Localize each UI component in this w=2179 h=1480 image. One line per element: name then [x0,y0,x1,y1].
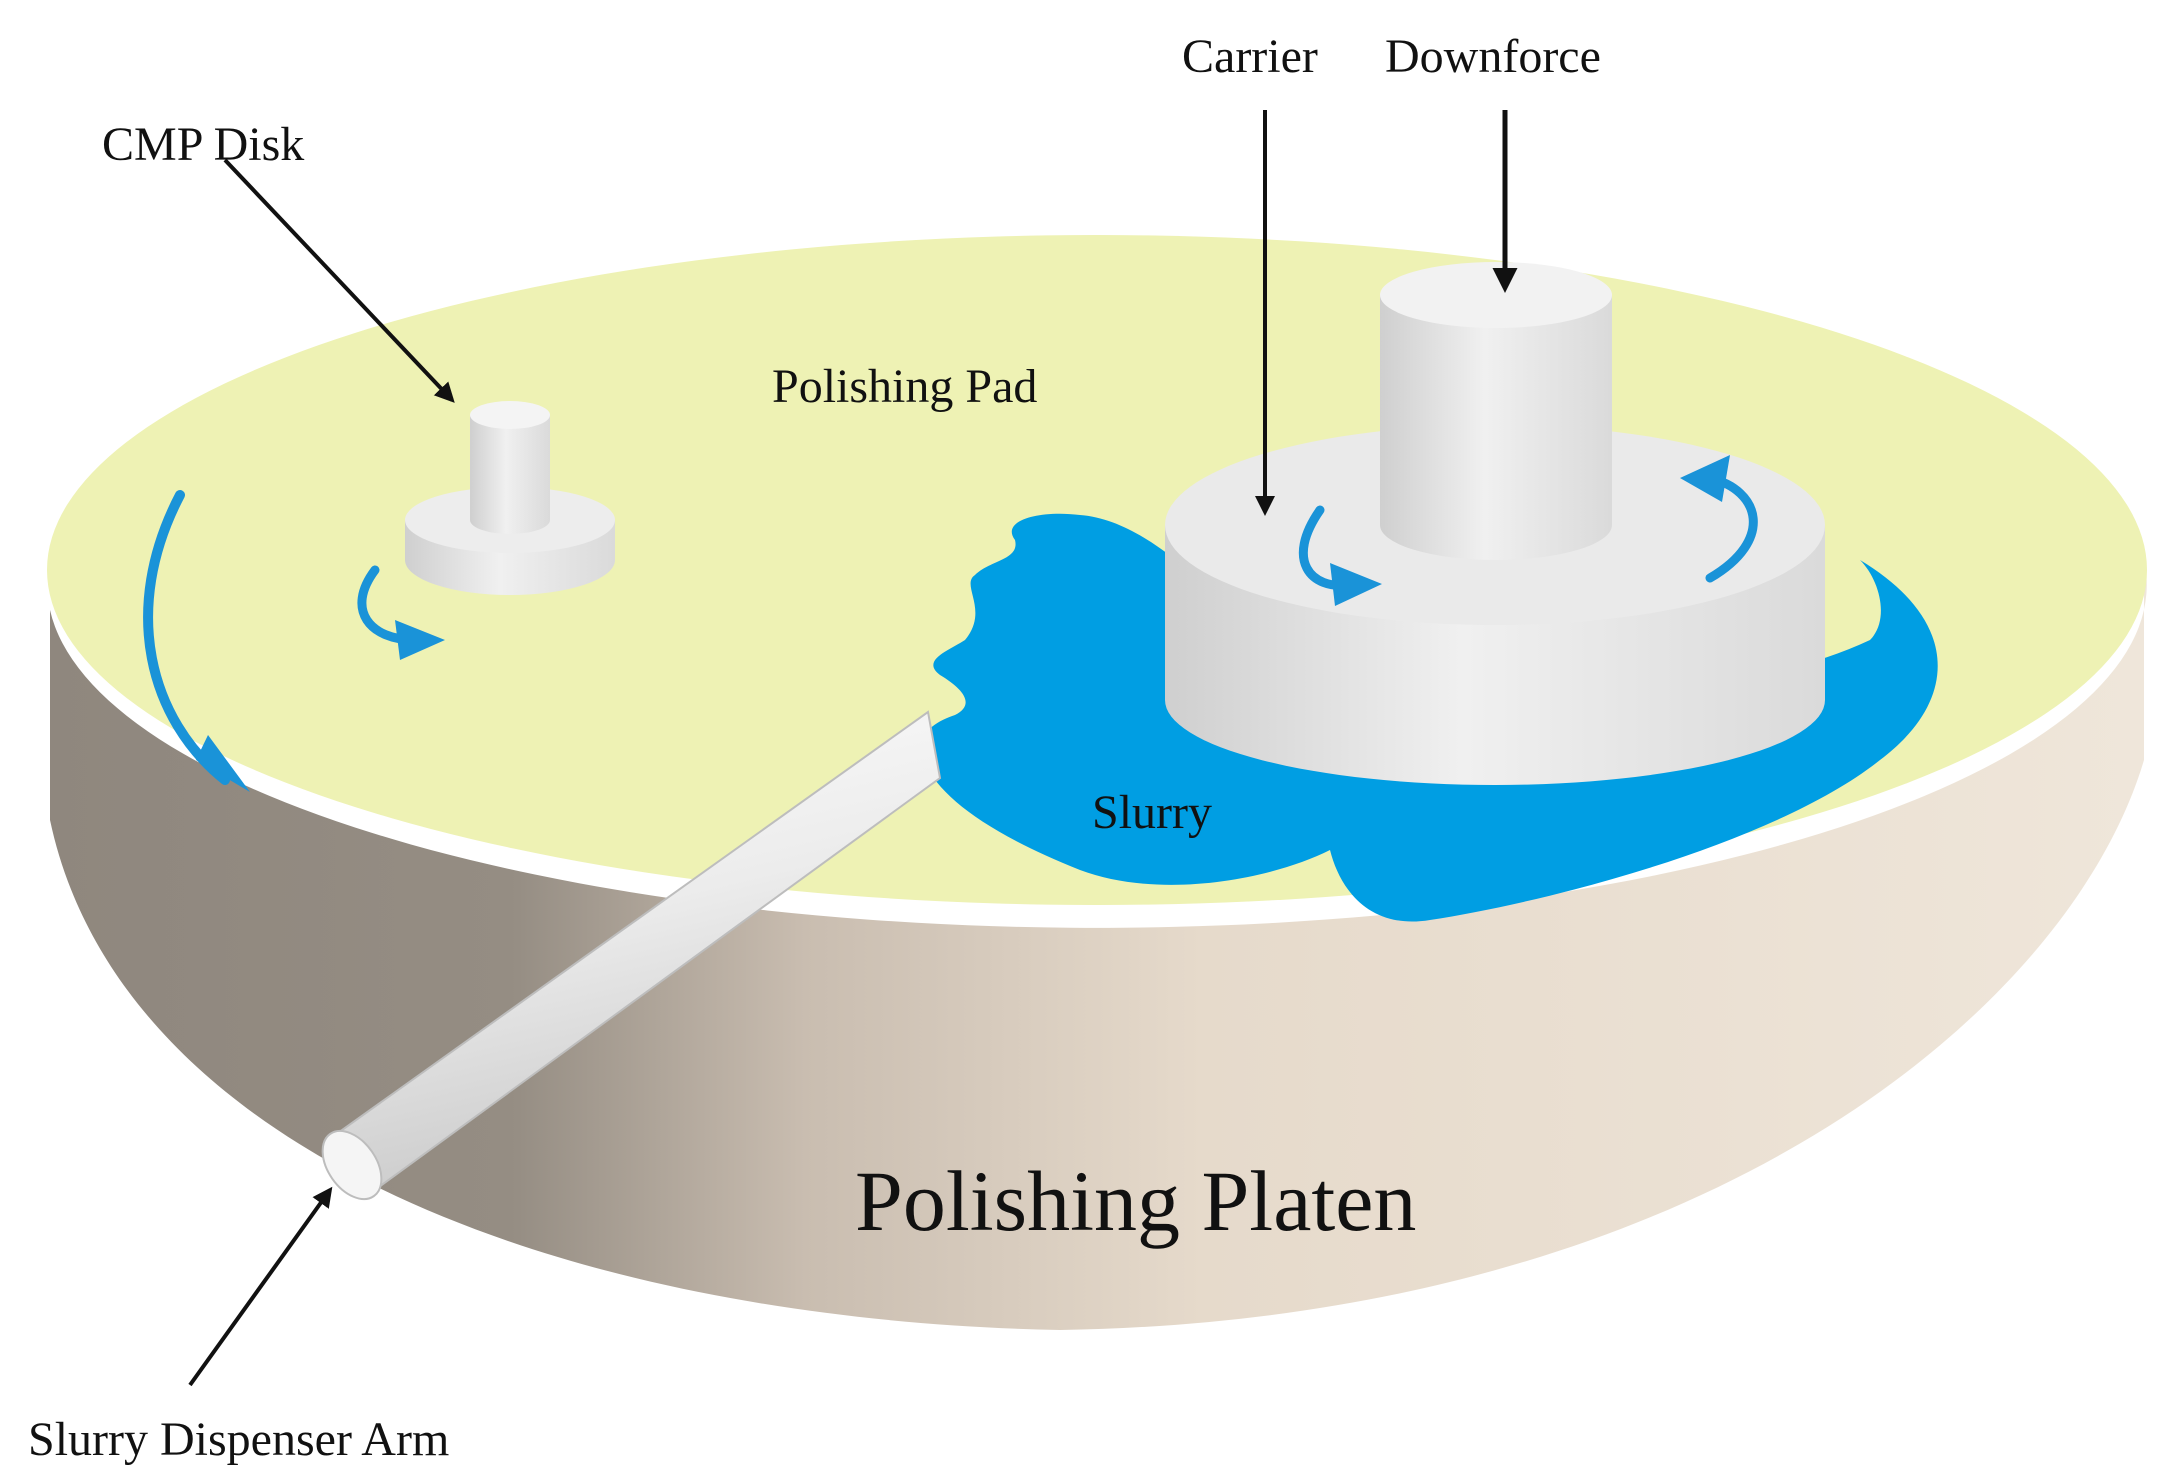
cmp-disk-stem [470,415,550,534]
carrier-rotation-arrowhead-left [1330,563,1382,606]
cmp-disk-label: CMP Disk [102,118,304,171]
downforce-column-top [1380,262,1612,328]
platen-side [50,560,2147,1330]
platen-rotation-arrowhead [196,735,250,792]
carrier-rotation-arrowhead-right [1680,455,1730,502]
slurry-dispenser-arm-pointer [188,1186,333,1387]
downforce-column [1380,295,1612,560]
carrier-rotation-arrow-right [1705,473,1758,583]
carrier-label: Carrier [1182,30,1318,83]
cmp-disk-rotation-arrowhead [395,620,445,660]
slurry-label: Slurry [1092,786,1212,839]
polishing-pad-label: Polishing Pad [772,360,1037,413]
downforce-label: Downforce [1385,30,1601,83]
slurry-dispenser-arm-end [321,1129,383,1201]
cmp-disk-stem-top [470,401,550,429]
cmp-disk-pointer [223,158,455,403]
polishing-platen-label: Polishing Platen [855,1153,1416,1249]
slurry-dispenser-arm-label: Slurry Dispenser Arm [28,1413,449,1466]
platen-rotation-arrow [143,490,230,785]
